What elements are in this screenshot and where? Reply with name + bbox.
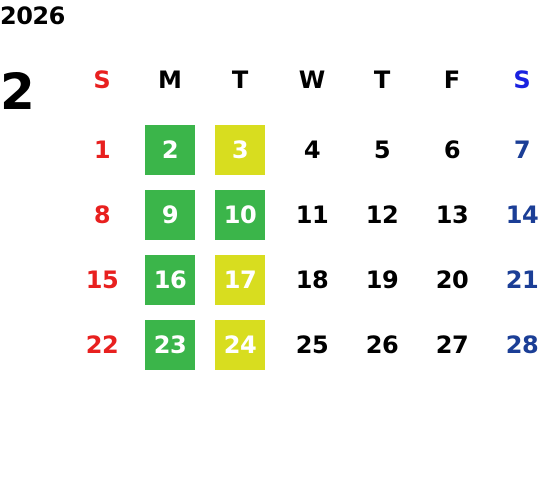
weekday-header-thursday: T — [373, 66, 391, 94]
date-cell: 20 — [435, 266, 469, 294]
weekday-header-friday: F — [443, 66, 461, 94]
year-label: 2026 — [0, 2, 65, 30]
date-cell: 6 — [443, 136, 461, 164]
date-cell: 13 — [435, 201, 469, 229]
date-cell: 18 — [295, 266, 329, 294]
date-cell: 2 — [145, 125, 195, 175]
date-cell: 24 — [215, 320, 265, 370]
date-cell: 27 — [435, 331, 469, 359]
date-cell: 5 — [373, 136, 391, 164]
date-cell: 7 — [513, 136, 531, 164]
date-cell: 4 — [303, 136, 321, 164]
date-cell: 17 — [215, 255, 265, 305]
date-cell: 21 — [505, 266, 539, 294]
date-cell: 16 — [145, 255, 195, 305]
weekday-header-tuesday: T — [231, 66, 249, 94]
weekday-header-sunday: S — [93, 66, 111, 94]
date-cell: 1 — [93, 136, 111, 164]
date-cell: 15 — [85, 266, 119, 294]
date-cell: 23 — [145, 320, 195, 370]
date-cell: 19 — [365, 266, 399, 294]
date-cell: 26 — [365, 331, 399, 359]
weekday-header-saturday: S — [513, 66, 531, 94]
date-cell: 11 — [295, 201, 329, 229]
date-cell: 25 — [295, 331, 329, 359]
weekday-header-monday: M — [158, 66, 182, 94]
date-cell: 8 — [93, 201, 111, 229]
weekday-header-wednesday: W — [298, 66, 326, 94]
date-cell: 28 — [505, 331, 539, 359]
month-label: 2 — [0, 63, 35, 121]
date-cell: 9 — [145, 190, 195, 240]
date-cell: 22 — [85, 331, 119, 359]
date-cell: 14 — [505, 201, 539, 229]
date-cell: 12 — [365, 201, 399, 229]
date-cell: 10 — [215, 190, 265, 240]
date-cell: 3 — [215, 125, 265, 175]
